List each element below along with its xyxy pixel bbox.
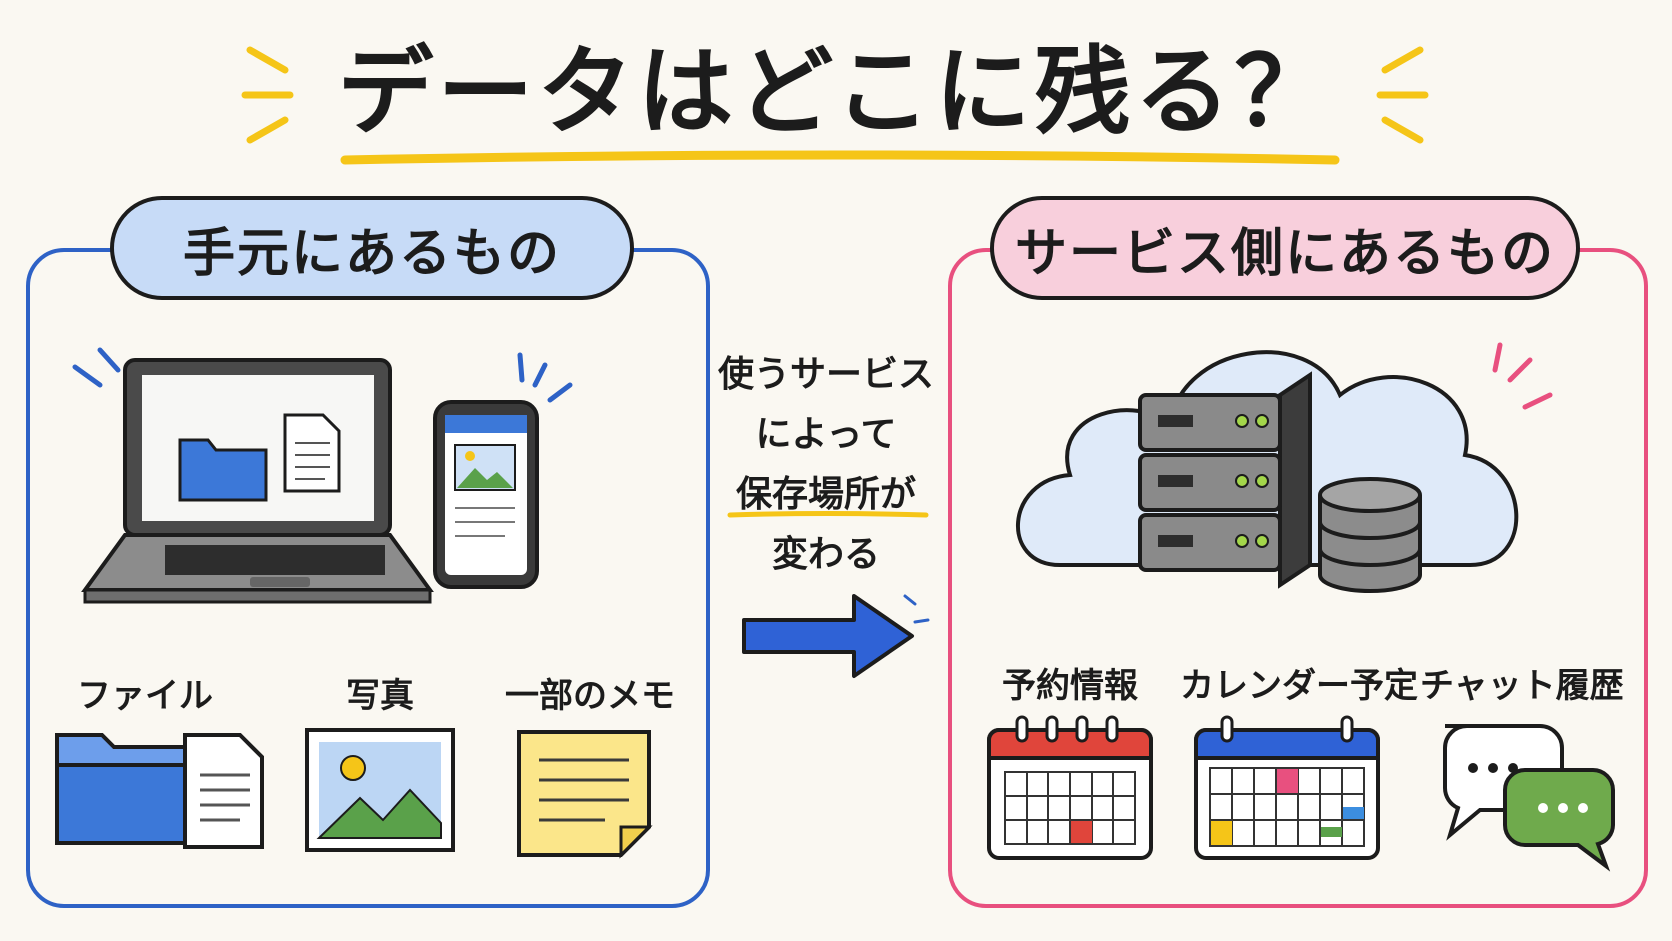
- middle-highlight-underline: [727, 511, 929, 518]
- middle-text-line-1: 使うサービス: [717, 354, 934, 395]
- service-item-label-reservations: 予約情報: [1002, 666, 1138, 706]
- folder-document-icon: [55, 733, 264, 849]
- middle-text-line-4: 変わる: [771, 534, 880, 575]
- memo-note-icon: [517, 730, 653, 859]
- cloud-server-icon: [1015, 342, 1553, 593]
- service-item-label-calendar-events: カレンダー予定: [1180, 666, 1418, 706]
- calendar-events-icon: [1194, 715, 1380, 860]
- title-sparkle-right-icon: [1376, 46, 1429, 144]
- local-item-label-memos: 一部のメモ: [505, 676, 675, 716]
- laptop-icon: [72, 347, 434, 604]
- photo-icon: [305, 728, 455, 852]
- local-item-label-photos: 写真: [346, 676, 414, 716]
- smartphone-icon: [433, 352, 573, 589]
- local-heading: 手元にあるもの: [110, 196, 634, 300]
- chat-bubbles-icon: [1443, 724, 1615, 872]
- page-title: データはどこに残る？: [337, 36, 1335, 148]
- local-item-label-files: ファイル: [77, 676, 213, 716]
- calendar-icon: [987, 715, 1153, 860]
- arrow-right-icon: [742, 594, 930, 678]
- service-item-label-chat-history: チャット履歴: [1420, 666, 1624, 706]
- middle-text-line-2: によって: [755, 414, 897, 455]
- service-heading: サービス側にあるもの: [990, 196, 1580, 300]
- middle-text-line-3: 保存場所が: [735, 474, 916, 515]
- title-sparkle-left-icon: [241, 46, 294, 144]
